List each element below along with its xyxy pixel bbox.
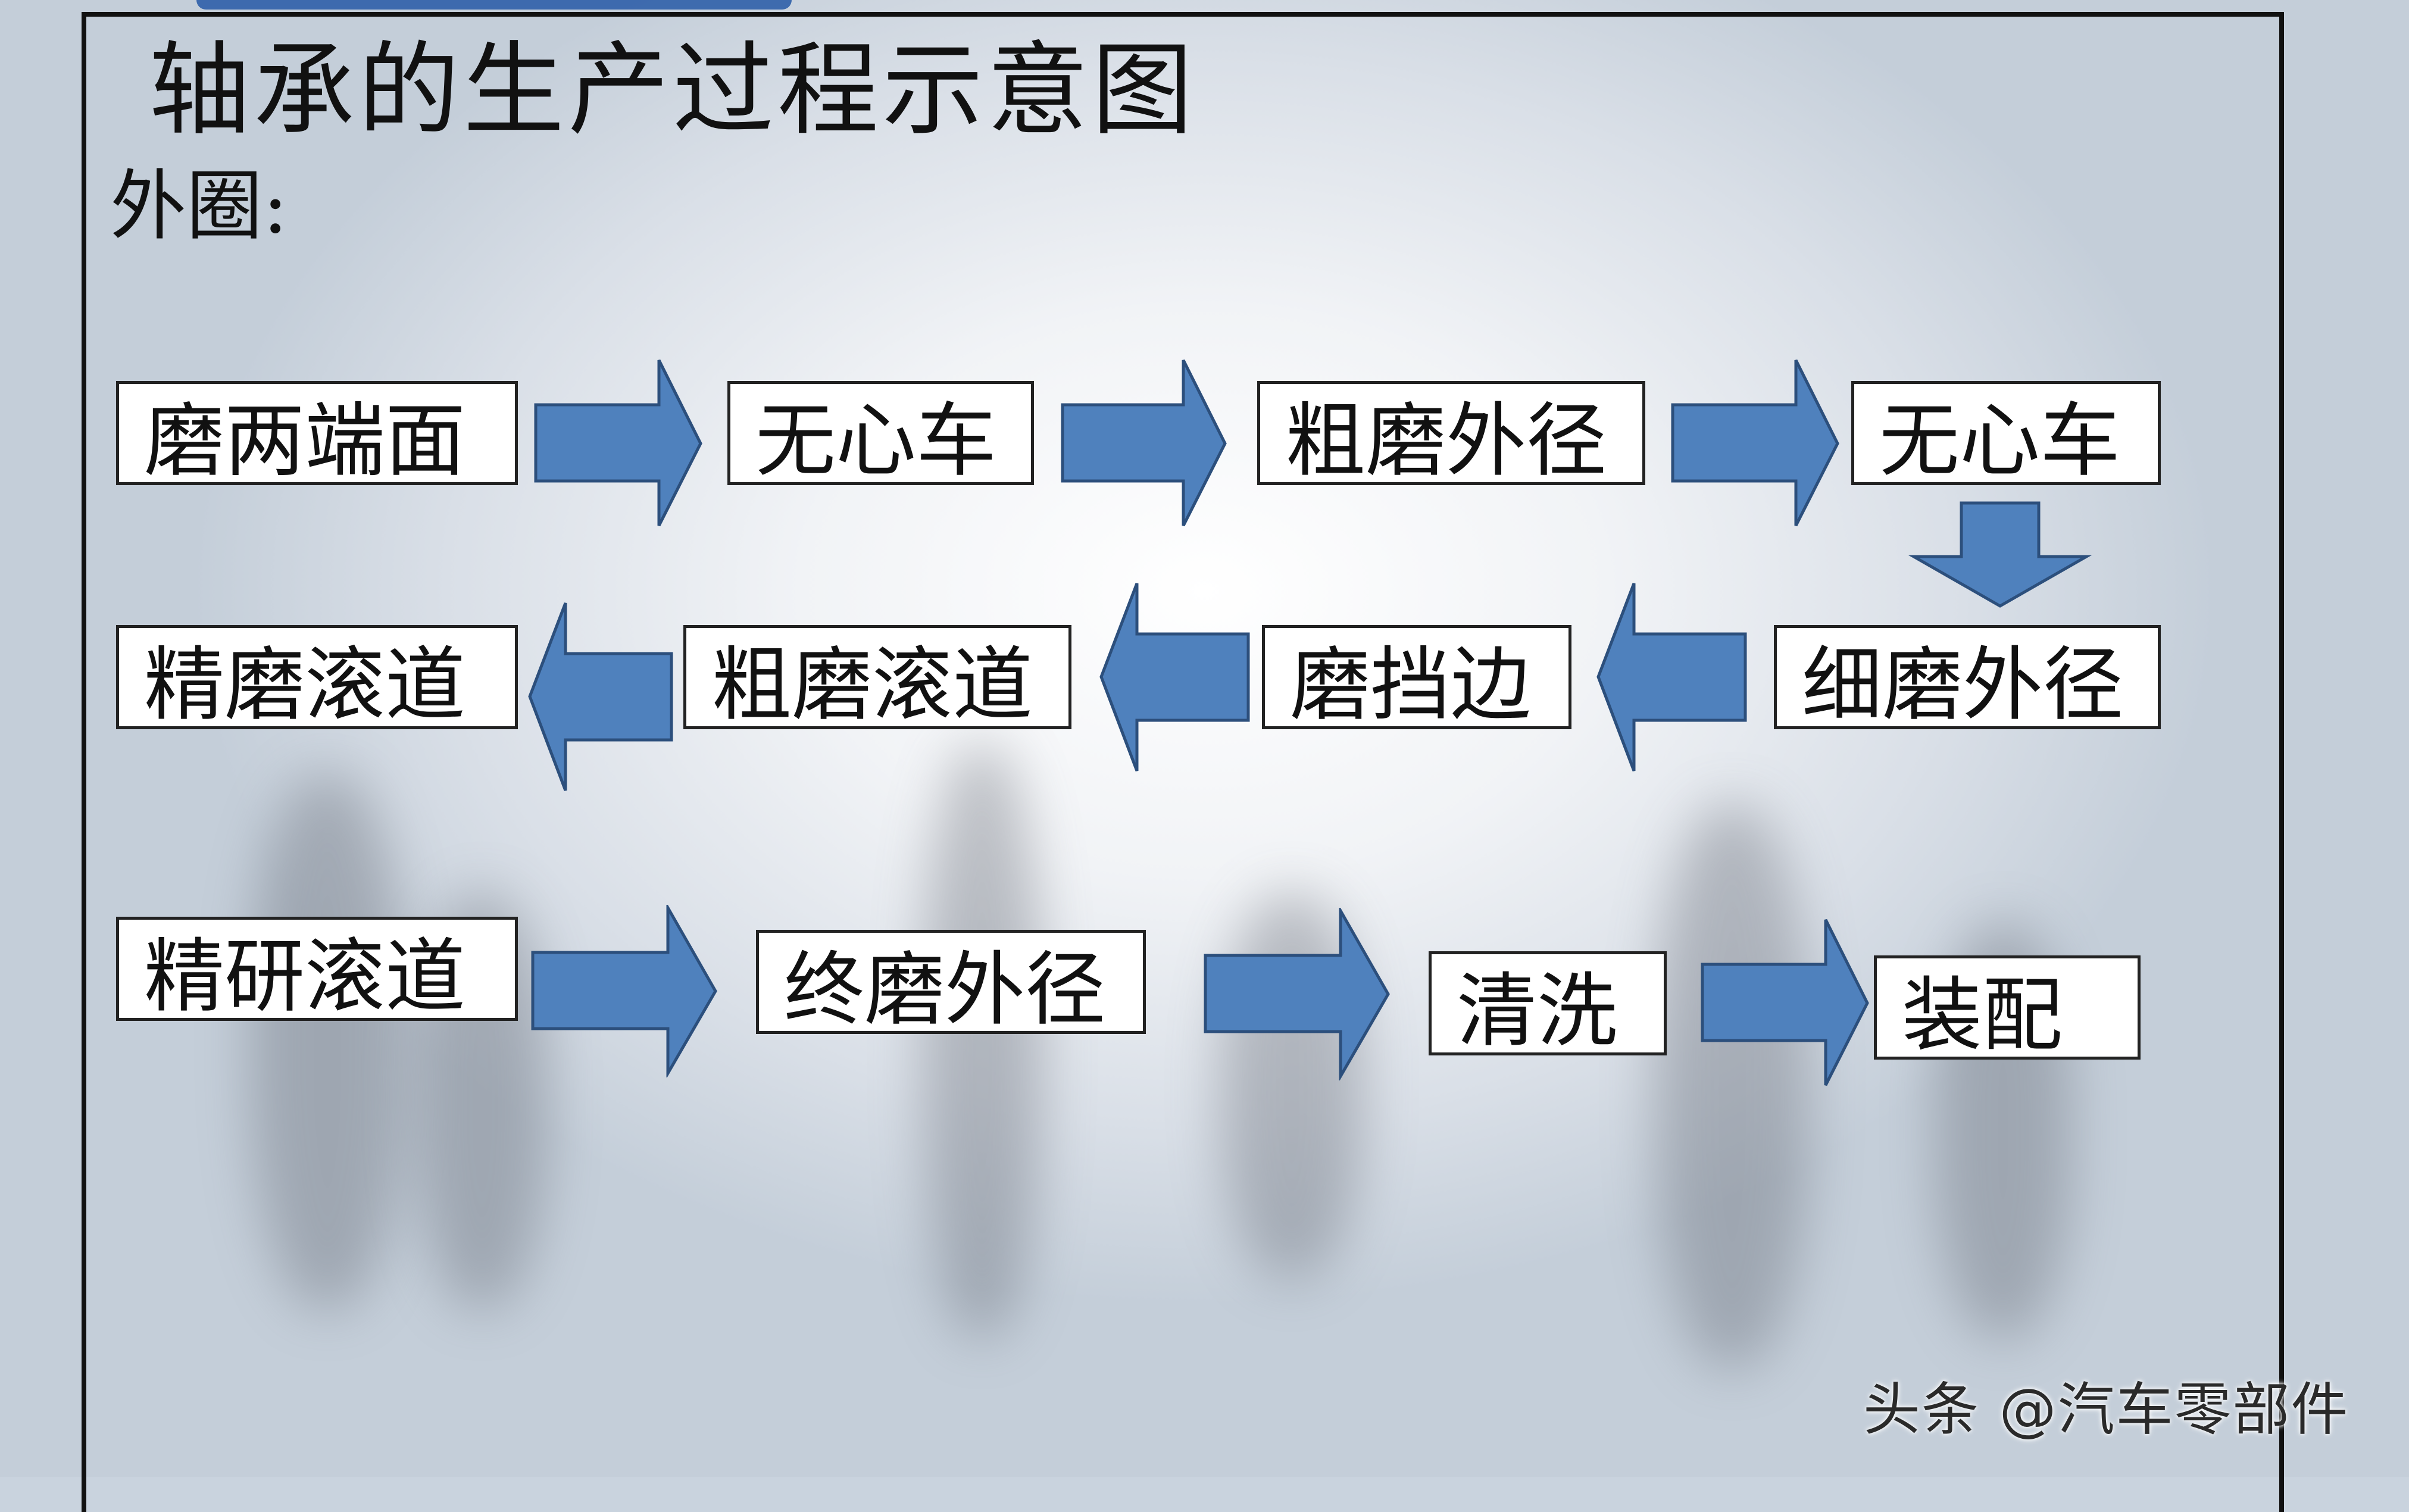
- step-centerless-turning-1: 无心车: [727, 381, 1034, 485]
- step-fine-grind-raceway: 精磨滚道: [116, 625, 518, 729]
- step-grind-rib: 磨挡边: [1262, 625, 1571, 729]
- slide-frame: [82, 12, 2284, 1512]
- watermark: 头条 @汽车零部件: [1863, 1376, 2349, 1443]
- step-rough-grind-od: 粗磨外径: [1257, 381, 1645, 485]
- arrow-right-icon: [531, 905, 717, 1077]
- header-accent-bar: [196, 0, 792, 10]
- arrow-right-icon: [1701, 919, 1869, 1086]
- arrow-right-icon: [1671, 359, 1839, 527]
- background-figure: [1655, 804, 1810, 1369]
- step-assembly: 装配: [1874, 955, 2141, 1060]
- step-final-grind-od: 终磨外径: [756, 930, 1146, 1034]
- background-figure: [250, 774, 405, 1310]
- background-figure: [923, 744, 1042, 1339]
- background: [0, 0, 2409, 1477]
- arrow-right-icon: [1061, 359, 1227, 527]
- step-superfinish-raceway: 精研滚道: [116, 917, 518, 1021]
- arrow-right-icon: [1204, 908, 1390, 1080]
- arrow-left-icon: [528, 602, 673, 791]
- step-centerless-turning-2: 无心车: [1851, 381, 2161, 485]
- section-label: 外圈:: [110, 162, 289, 251]
- arrow-down-icon: [1908, 501, 2092, 608]
- step-rough-grind-raceway: 粗磨滚道: [683, 625, 1071, 729]
- slide-title: 轴承的生产过程示意图: [149, 32, 1197, 149]
- step-grind-end-faces: 磨两端面: [116, 381, 518, 485]
- step-fine-grind-od: 细磨外径: [1774, 625, 2161, 729]
- arrow-right-icon: [534, 359, 702, 527]
- arrow-left-icon: [1596, 583, 1747, 771]
- arrow-left-icon: [1099, 583, 1250, 771]
- step-cleaning: 清洗: [1429, 951, 1667, 1055]
